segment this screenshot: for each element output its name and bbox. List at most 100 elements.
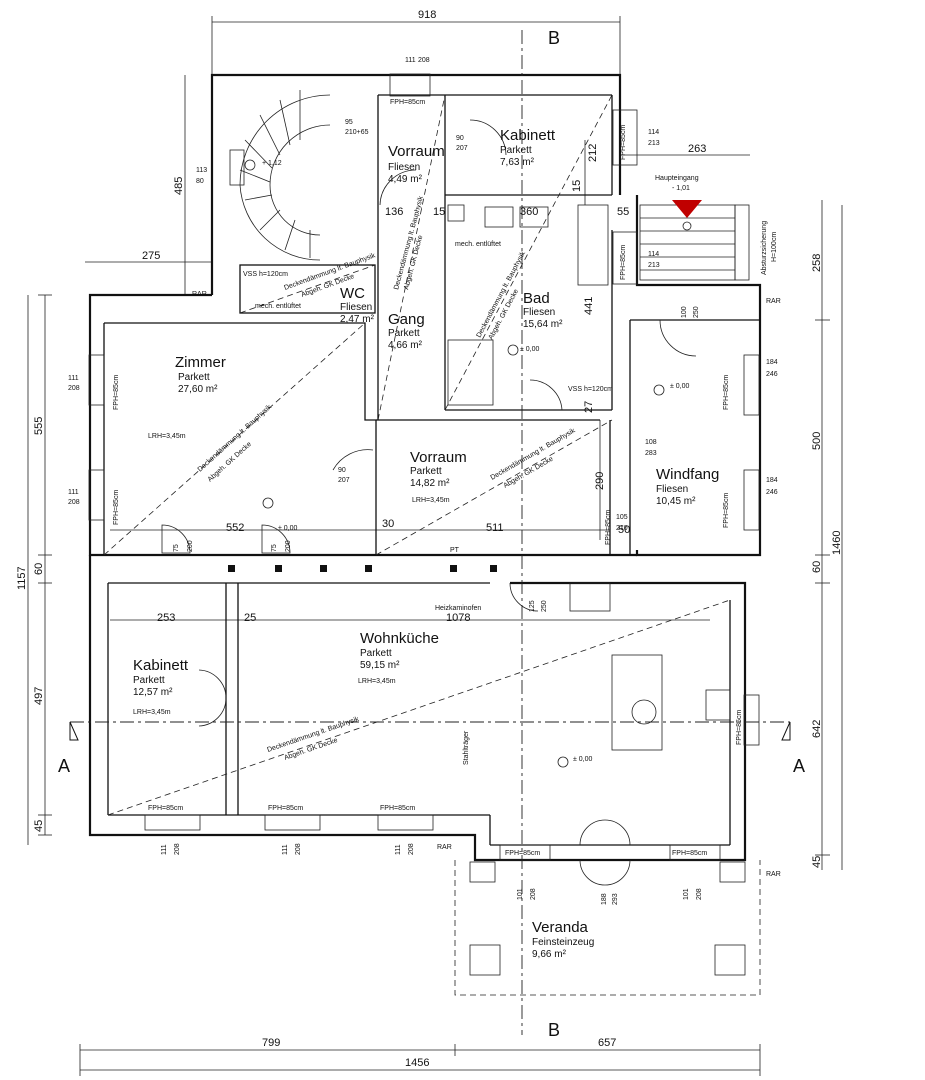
svg-text:60: 60	[33, 563, 45, 575]
svg-text:113: 113	[196, 167, 207, 174]
svg-text:LRH=3,45m: LRH=3,45m	[358, 678, 396, 685]
walls	[69, 30, 791, 1035]
svg-text:500: 500	[811, 432, 823, 450]
svg-text:Fliesen: Fliesen	[523, 307, 555, 318]
svg-text:Parkett: Parkett	[500, 145, 532, 156]
svg-text:184: 184	[766, 359, 778, 366]
svg-text:FPH=85cm: FPH=85cm	[113, 490, 120, 525]
svg-text:207: 207	[456, 145, 468, 152]
svg-text:FPH=85cm: FPH=85cm	[148, 805, 183, 812]
svg-text:290: 290	[594, 472, 606, 490]
svg-text:918: 918	[418, 9, 436, 21]
svg-text:FPH=85cm: FPH=85cm	[268, 805, 303, 812]
svg-text:111: 111	[68, 375, 79, 382]
svg-text:200: 200	[187, 540, 194, 552]
entrance-marker	[672, 200, 702, 218]
svg-text:90: 90	[338, 467, 346, 474]
room-kabinett-bottom: Kabinett Parkett 12,57 m² LRH=3,45m	[133, 657, 189, 716]
svg-text:H=100cm: H=100cm	[771, 232, 778, 262]
svg-text:± 0,00: ± 0,00	[573, 756, 593, 763]
svg-text:15,64 m²: 15,64 m²	[523, 319, 563, 330]
svg-text:2,47 m²: 2,47 m²	[340, 314, 375, 325]
section-b-bottom: B	[548, 1020, 560, 1040]
svg-text:PT: PT	[450, 547, 460, 554]
svg-text:LRH=3,45m: LRH=3,45m	[148, 433, 186, 440]
svg-text:114: 114	[648, 251, 659, 258]
svg-text:90: 90	[456, 135, 464, 142]
svg-text:Heizkaminofen: Heizkaminofen	[435, 605, 481, 612]
svg-text:101: 101	[517, 888, 524, 900]
svg-text:12,57 m²: 12,57 m²	[133, 687, 173, 698]
svg-text:Gang: Gang	[388, 311, 425, 328]
svg-text:799: 799	[262, 1037, 280, 1049]
svg-text:111: 111	[282, 844, 289, 855]
svg-text:188: 188	[601, 893, 608, 905]
svg-text:250: 250	[541, 600, 548, 612]
dimension-lines	[27, 16, 843, 1076]
svg-text:FPH=85cm: FPH=85cm	[380, 805, 415, 812]
svg-text:mech. entlüftet: mech. entlüftet	[255, 303, 301, 310]
svg-text:657: 657	[598, 1037, 616, 1049]
svg-text:FPH=85cm: FPH=85cm	[620, 245, 627, 280]
svg-text:Deckendämmung lt. Bauphysik: Deckendämmung lt. Bauphysik	[197, 403, 274, 473]
svg-text:mech. entlüftet: mech. entlüftet	[455, 241, 501, 248]
svg-text:25: 25	[244, 612, 256, 624]
svg-text:+ 1,12: + 1,12	[262, 160, 282, 167]
svg-text:210: 210	[616, 525, 628, 532]
svg-text:Kabinett: Kabinett	[133, 657, 189, 674]
svg-text:101: 101	[683, 888, 690, 900]
svg-text:293: 293	[612, 893, 619, 905]
svg-text:FPH=85cm: FPH=85cm	[672, 850, 707, 857]
svg-text:Windfang: Windfang	[656, 466, 719, 483]
svg-text:213: 213	[648, 140, 660, 147]
svg-text:210+65: 210+65	[345, 129, 369, 136]
svg-text:246: 246	[766, 489, 778, 496]
svg-text:108: 108	[645, 439, 657, 446]
room-wohnkueche: Wohnküche Parkett 59,15 m² LRH=3,45m	[358, 630, 439, 685]
svg-text:59,15 m²: 59,15 m²	[360, 660, 400, 671]
svg-text:114: 114	[648, 129, 659, 136]
svg-text:FPH=85cm: FPH=85cm	[505, 850, 540, 857]
svg-text:111: 111	[161, 844, 168, 855]
svg-text:75: 75	[173, 544, 180, 552]
section-b-top: B	[548, 28, 560, 48]
svg-text:136: 136	[385, 206, 403, 218]
svg-text:208: 208	[408, 843, 415, 855]
svg-text:RAR: RAR	[766, 871, 781, 878]
svg-text:Wohnküche: Wohnküche	[360, 630, 439, 647]
svg-text:111: 111	[405, 57, 416, 64]
svg-text:Absturzsicherung: Absturzsicherung	[761, 221, 768, 275]
svg-text:485: 485	[173, 177, 185, 195]
svg-text:VSS h=120cm: VSS h=120cm	[568, 386, 613, 393]
svg-text:Feinsteinzeug: Feinsteinzeug	[532, 937, 594, 948]
svg-text:212: 212	[587, 144, 599, 162]
svg-text:27: 27	[583, 401, 595, 413]
room-zimmer: Zimmer Parkett 27,60 m² LRH=3,45m	[148, 354, 226, 440]
svg-text:208: 208	[68, 385, 80, 392]
room-veranda: Veranda Feinsteinzeug 9,66 m²	[532, 919, 594, 960]
svg-text:60: 60	[811, 561, 823, 573]
svg-text:111: 111	[68, 489, 79, 496]
svg-text:Parkett: Parkett	[178, 372, 210, 383]
svg-text:7,63 m²: 7,63 m²	[500, 157, 535, 168]
svg-text:283: 283	[645, 450, 657, 457]
svg-text:200: 200	[285, 540, 292, 552]
svg-text:RAR: RAR	[192, 291, 207, 298]
room-kabinett-top: Kabinett Parkett 7,63 m²	[500, 127, 556, 168]
doors	[161, 119, 697, 886]
svg-text:208: 208	[530, 888, 537, 900]
svg-text:LRH=3,45m: LRH=3,45m	[133, 709, 171, 716]
svg-text:Vorraum: Vorraum	[388, 143, 445, 160]
svg-text:111: 111	[395, 844, 402, 855]
svg-text:1078: 1078	[446, 612, 470, 624]
svg-text:Fliesen: Fliesen	[656, 484, 688, 495]
svg-text:10,45 m²: 10,45 m²	[656, 496, 696, 507]
svg-text:14,82 m²: 14,82 m²	[410, 478, 450, 489]
svg-text:FPH=85cm: FPH=85cm	[723, 493, 730, 528]
svg-text:Fliesen: Fliesen	[388, 162, 420, 173]
svg-text:Kabinett: Kabinett	[500, 127, 556, 144]
svg-text:246: 246	[766, 371, 778, 378]
svg-text:253: 253	[157, 612, 175, 624]
svg-text:Bad: Bad	[523, 290, 550, 307]
